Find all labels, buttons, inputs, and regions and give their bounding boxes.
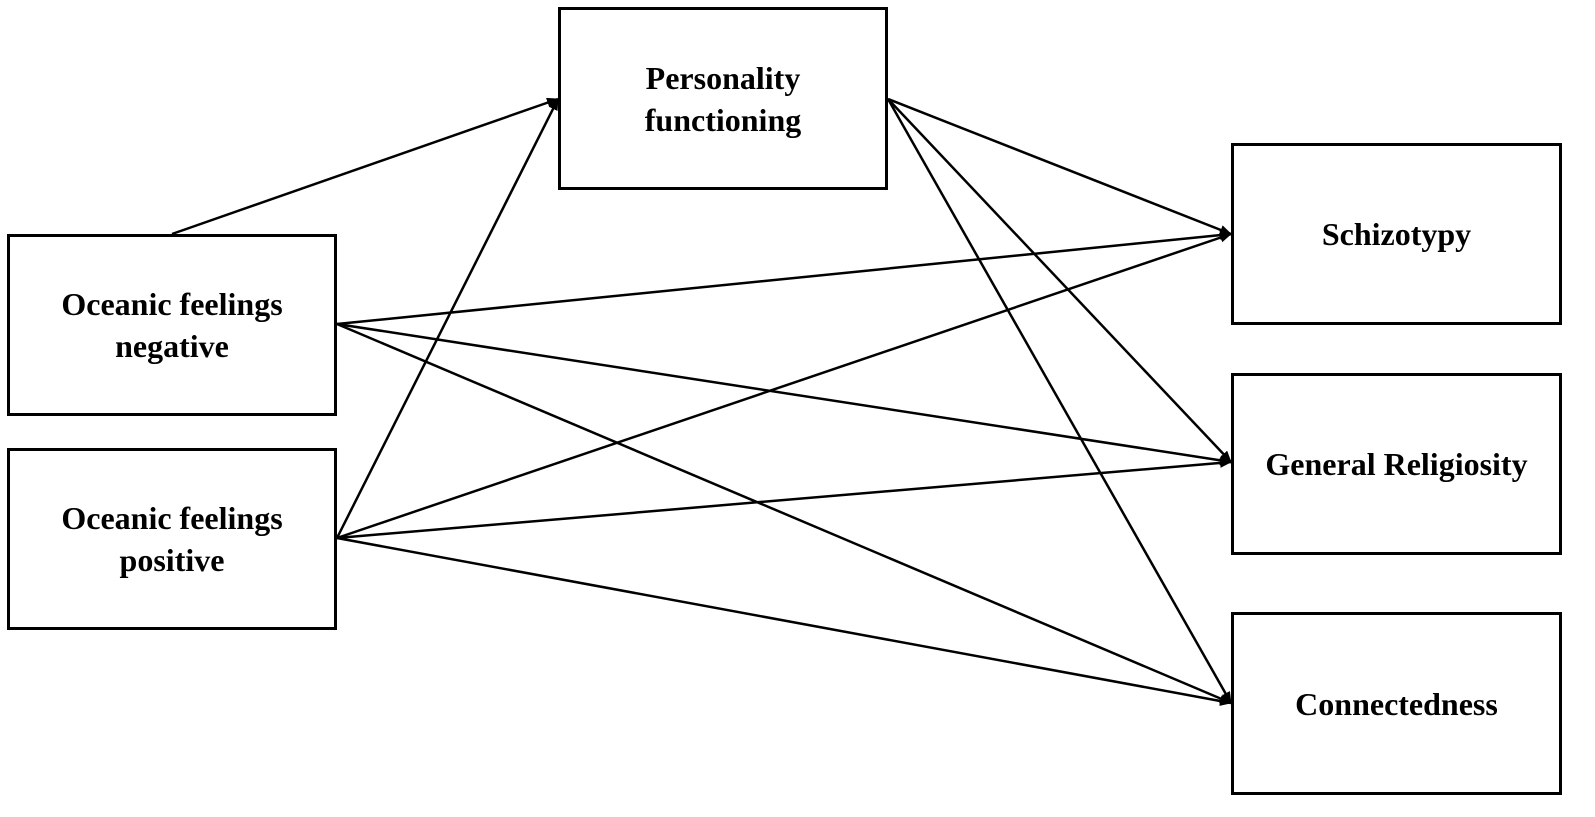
node-label: Oceanic feelings negative bbox=[61, 286, 283, 364]
node-oceanic-feelings-positive: Oceanic feelings positive bbox=[7, 448, 337, 630]
edge-oceanic-negative-to-connectedness bbox=[336, 322, 1232, 705]
node-label: Schizotypy bbox=[1321, 216, 1472, 252]
edge-personality-to-connectedness bbox=[886, 98, 1233, 704]
edge-oceanic-positive-to-connectedness bbox=[336, 536, 1232, 706]
node-label: General Religiosity bbox=[1265, 446, 1528, 482]
node-label: Oceanic feelings positive bbox=[61, 500, 283, 578]
node-label: Personality functioning bbox=[644, 59, 802, 138]
edge-personality-to-general-religiosity bbox=[887, 98, 1232, 463]
edge-personality-to-schizotypy bbox=[887, 97, 1232, 236]
node-oceanic-feelings-negative: Oceanic feelings negative bbox=[7, 234, 337, 416]
node-label: Connectedness bbox=[1295, 685, 1498, 722]
node-personality-functioning: Personality functioning bbox=[558, 7, 888, 190]
edge-oceanic-positive-to-personality bbox=[335, 98, 560, 539]
edge-oceanic-negative-to-general-religiosity bbox=[336, 322, 1232, 466]
node-schizotypy: Schizotypy bbox=[1231, 143, 1562, 325]
node-general-religiosity: General Religiosity bbox=[1231, 373, 1562, 555]
edge-oceanic-negative-to-schizotypy bbox=[336, 230, 1232, 326]
edge-oceanic-positive-to-general-religiosity bbox=[336, 457, 1232, 540]
node-connectedness: Connectedness bbox=[1231, 612, 1562, 795]
edge-oceanic-positive-to-schizotypy bbox=[336, 232, 1232, 540]
edge-oceanic-negative-to-personality bbox=[171, 97, 559, 236]
